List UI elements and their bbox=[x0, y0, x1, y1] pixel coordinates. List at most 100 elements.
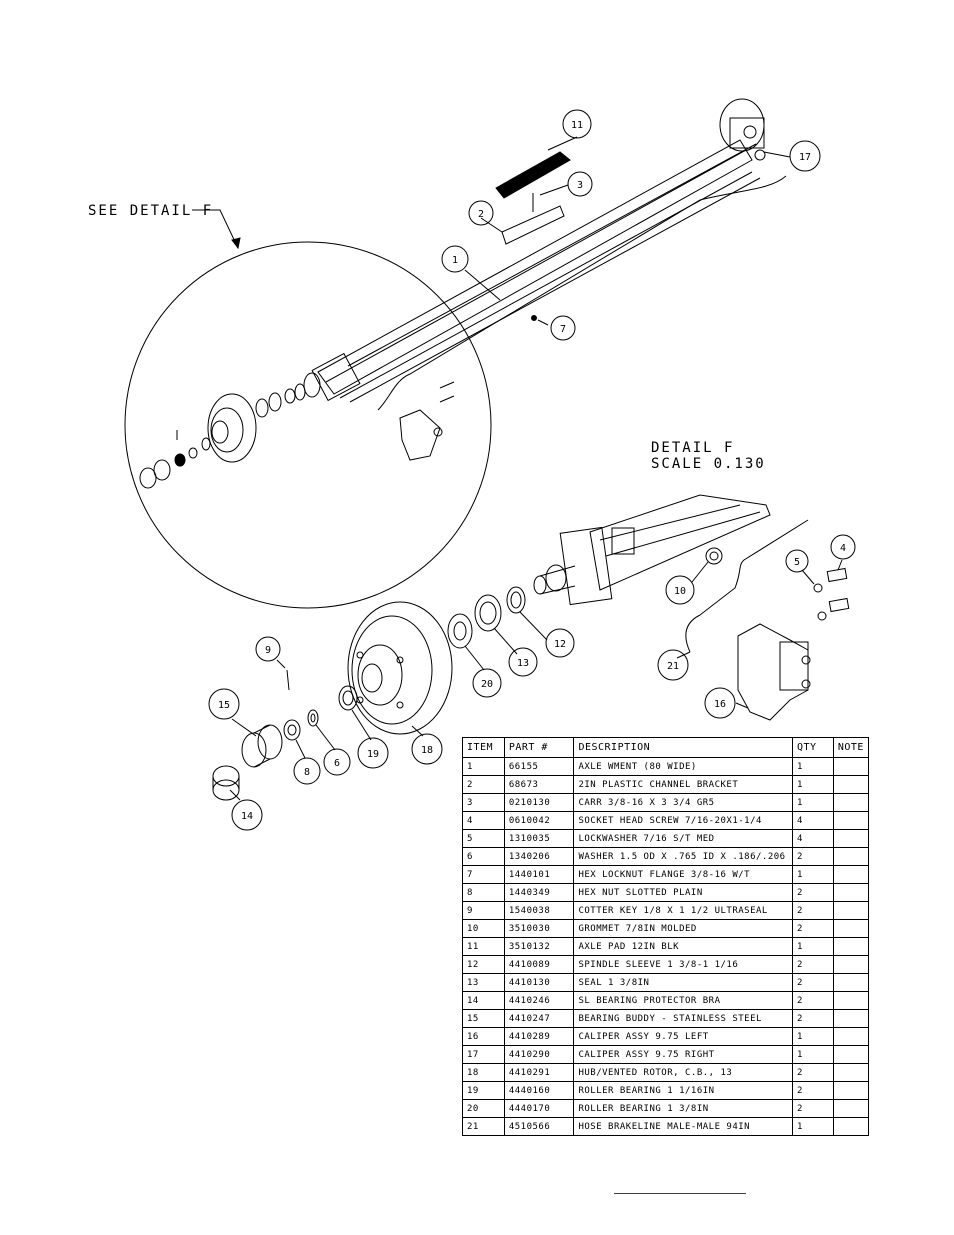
bom-cell-note bbox=[832, 1099, 870, 1118]
callout-10: 10 bbox=[665, 575, 695, 605]
bom-cell-desc: SOCKET HEAD SCREW 7/16-20X1-1/4 bbox=[573, 811, 794, 830]
locknut-top bbox=[531, 315, 537, 321]
bom-cell-desc: SEAL 1 3/8IN bbox=[573, 973, 794, 992]
callout-21: 21 bbox=[657, 649, 689, 681]
bom-cell-desc: AXLE WMENT (80 WIDE) bbox=[573, 757, 794, 776]
bom-cell-note bbox=[832, 955, 870, 974]
svg-text:19: 19 bbox=[367, 749, 379, 760]
bom-cell-qty: 2 bbox=[792, 847, 834, 866]
svg-text:20: 20 bbox=[481, 679, 493, 690]
right-caliper bbox=[719, 98, 766, 161]
bom-cell-part: 4410089 bbox=[503, 955, 575, 974]
callout-3: 3 bbox=[567, 171, 593, 197]
callout-9: 9 bbox=[255, 636, 281, 662]
callout-4: 4 bbox=[830, 534, 856, 560]
bom-cell-qty: 1 bbox=[792, 757, 834, 776]
svg-text:12: 12 bbox=[554, 639, 566, 650]
bom-cell-qty: 2 bbox=[792, 1009, 834, 1028]
axle-pad bbox=[495, 151, 571, 199]
bom-header-note: NOTE bbox=[832, 737, 870, 758]
bom-cell-part: 4410290 bbox=[503, 1045, 575, 1064]
bom-cell-qty: 1 bbox=[792, 775, 834, 794]
bom-cell-desc: LOCKWASHER 7/16 S/T MED bbox=[573, 829, 794, 848]
svg-text:3: 3 bbox=[577, 180, 583, 191]
small-hub-parts bbox=[139, 430, 211, 489]
bom-cell-item: 2 bbox=[462, 775, 505, 794]
bom-cell-qty: 1 bbox=[792, 793, 834, 812]
detail-bearing-19 bbox=[338, 685, 358, 711]
svg-text:16: 16 bbox=[714, 699, 726, 710]
bom-cell-qty: 1 bbox=[792, 1117, 834, 1136]
callout-14: 14 bbox=[231, 799, 263, 831]
bom-cell-item: 11 bbox=[462, 937, 505, 956]
bom-cell-part: 4440160 bbox=[503, 1081, 575, 1100]
detail-spindle bbox=[533, 564, 576, 595]
bom-cell-qty: 2 bbox=[792, 901, 834, 920]
bom-cell-note bbox=[832, 919, 870, 938]
detail-washer-6 bbox=[307, 709, 319, 727]
bom-cell-desc: CALIPER ASSY 9.75 LEFT bbox=[573, 1027, 794, 1046]
bom-cell-qty: 1 bbox=[792, 865, 834, 884]
bom-cell-qty: 2 bbox=[792, 1081, 834, 1100]
bom-cell-item: 15 bbox=[462, 1009, 505, 1028]
bom-cell-item: 10 bbox=[462, 919, 505, 938]
svg-text:14: 14 bbox=[241, 811, 253, 822]
left-spindle bbox=[294, 352, 361, 402]
bom-cell-item: 18 bbox=[462, 1063, 505, 1082]
bom-cell-item: 17 bbox=[462, 1045, 505, 1064]
bom-cell-note bbox=[832, 1009, 870, 1028]
svg-text:21: 21 bbox=[667, 661, 679, 672]
bom-cell-item: 16 bbox=[462, 1027, 505, 1046]
bom-cell-note bbox=[832, 775, 870, 794]
svg-text:11: 11 bbox=[571, 120, 583, 131]
bom-cell-qty: 1 bbox=[792, 1045, 834, 1064]
svg-text:7: 7 bbox=[560, 324, 566, 335]
callout-19: 19 bbox=[357, 737, 389, 769]
callout-7: 7 bbox=[550, 315, 576, 341]
bom-cell-part: 0610042 bbox=[503, 811, 575, 830]
callout-18: 18 bbox=[411, 733, 443, 765]
bom-cell-desc: BEARING BUDDY - STAINLESS STEEL bbox=[573, 1009, 794, 1028]
callout-2: 2 bbox=[468, 200, 494, 226]
bom-cell-part: 4410130 bbox=[503, 973, 575, 992]
channel-bracket bbox=[501, 205, 565, 245]
detail-cotter-9 bbox=[286, 669, 290, 691]
bom-cell-note bbox=[832, 865, 870, 884]
bom-cell-part: 4510566 bbox=[503, 1117, 575, 1136]
svg-text:5: 5 bbox=[794, 557, 800, 568]
svg-text:17: 17 bbox=[799, 152, 811, 163]
brake-line bbox=[377, 175, 787, 411]
callout-5: 5 bbox=[785, 549, 809, 573]
bom-cell-part: 0210130 bbox=[503, 793, 575, 812]
callout-13: 13 bbox=[508, 647, 538, 677]
svg-text:13: 13 bbox=[517, 658, 529, 669]
svg-text:9: 9 bbox=[265, 645, 271, 656]
footer-link-underline[interactable] bbox=[614, 1183, 746, 1194]
bom-cell-item: 9 bbox=[462, 901, 505, 920]
bom-cell-desc: HEX LOCKNUT FLANGE 3/8-16 W/T bbox=[573, 865, 794, 884]
callout-8: 8 bbox=[293, 757, 321, 785]
bom-cell-qty: 2 bbox=[792, 1063, 834, 1082]
bom-cell-part: 4440170 bbox=[503, 1099, 575, 1118]
bom-cell-qty: 2 bbox=[792, 955, 834, 974]
bom-header-item: ITEM bbox=[462, 737, 505, 758]
bom-cell-item: 7 bbox=[462, 865, 505, 884]
bom-header-description: DESCRIPTION bbox=[573, 737, 794, 758]
small-rotor bbox=[207, 393, 257, 463]
bom-cell-qty: 1 bbox=[792, 937, 834, 956]
